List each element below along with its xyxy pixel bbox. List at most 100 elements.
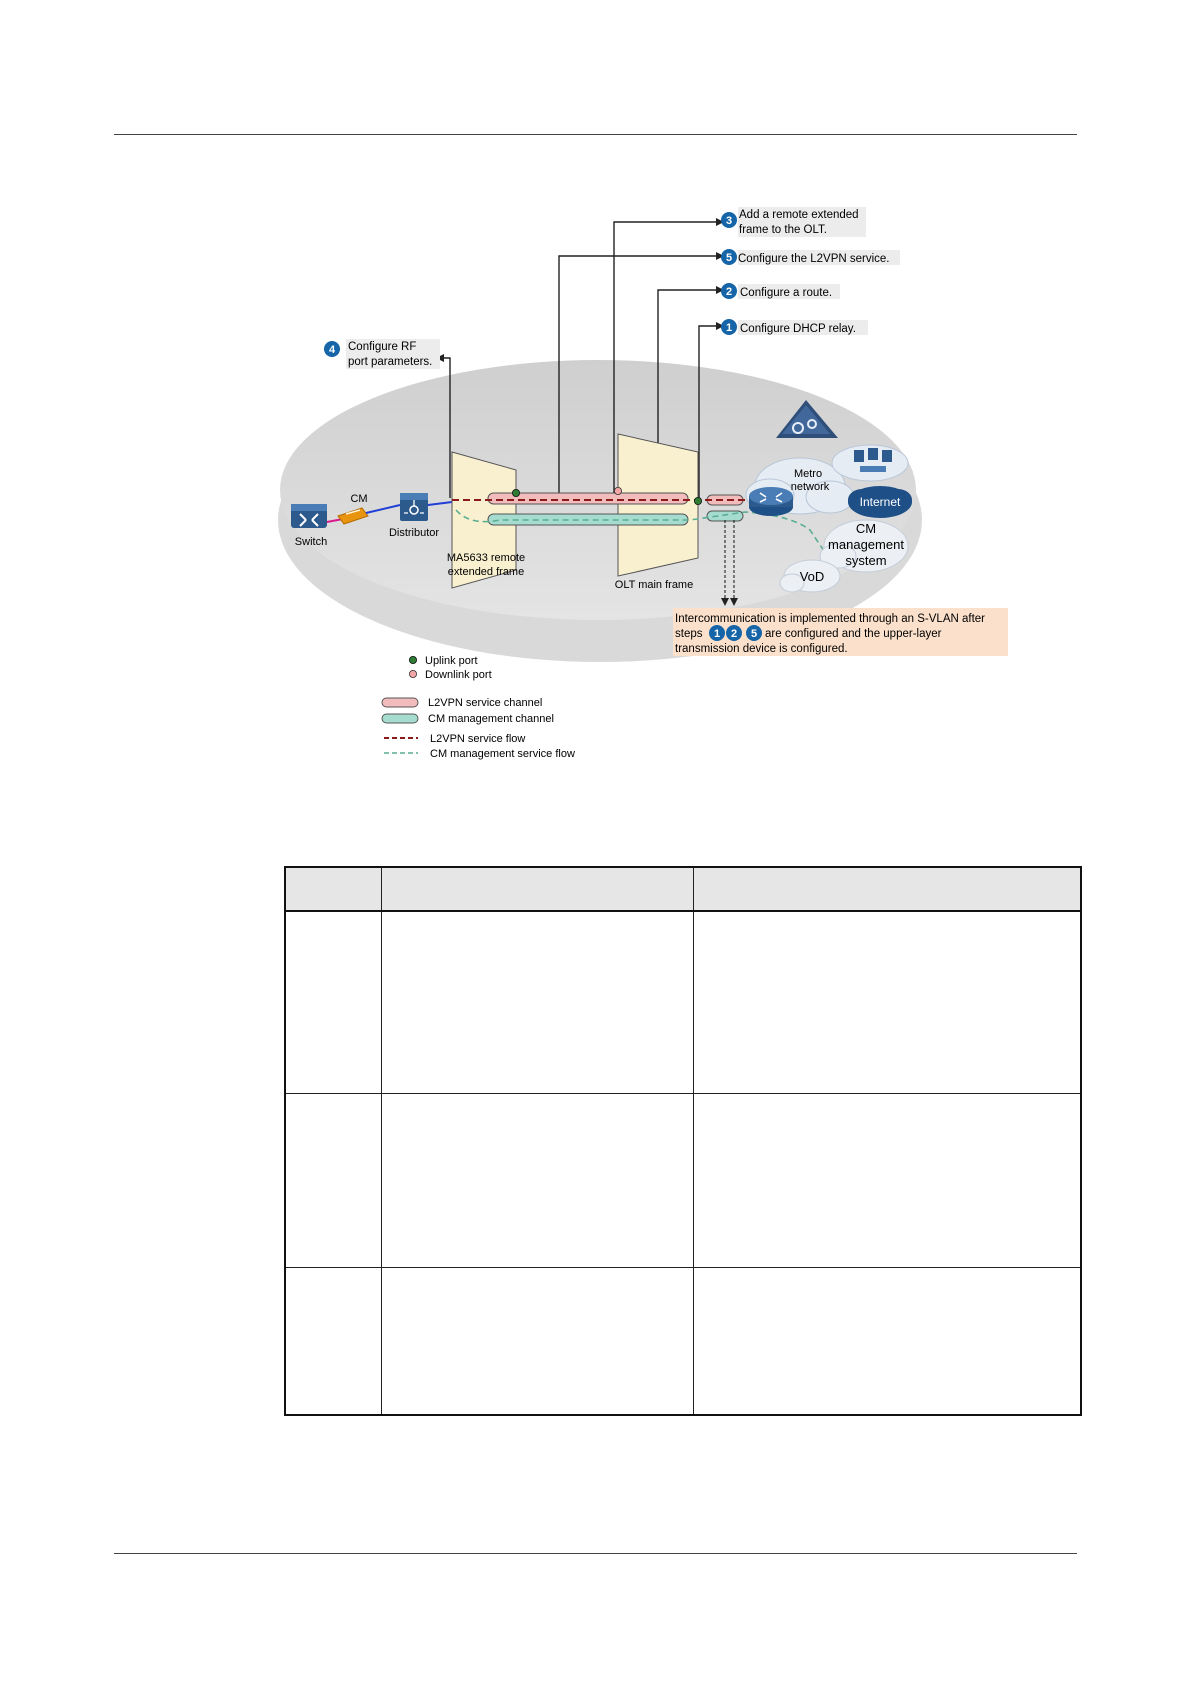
legend-cm-flow-label: CM management service flow bbox=[430, 748, 575, 760]
step-4-badge bbox=[324, 341, 340, 357]
step-5-badge bbox=[721, 249, 737, 265]
note-step-badge bbox=[726, 625, 742, 641]
cable-modem: CM bbox=[337, 493, 369, 525]
step-2-number: 2 bbox=[726, 286, 732, 298]
header-rule bbox=[114, 134, 1077, 135]
table-cell bbox=[692, 1266, 1082, 1416]
legend-l2vpn-flow-label: L2VPN service flow bbox=[430, 733, 525, 745]
cm-label: CM bbox=[350, 493, 367, 505]
vod-label: VoD bbox=[800, 569, 825, 584]
step-1-text: Configure DHCP relay. bbox=[740, 323, 856, 335]
table-cell bbox=[692, 910, 1082, 1094]
table-cell bbox=[380, 1092, 694, 1268]
intercommunication-note: Intercommunication is implemented throug… bbox=[673, 608, 1008, 656]
ma5633-label-line2: extended frame bbox=[448, 566, 524, 578]
callout-bg bbox=[346, 339, 440, 369]
callout-step-4: 4 Configure RF port parameters. bbox=[324, 339, 440, 369]
intercommunication-arrows bbox=[724, 520, 735, 600]
metro-label-line2: network bbox=[791, 481, 830, 493]
table-cell bbox=[380, 1266, 694, 1416]
note-line1: Intercommunication is implemented throug… bbox=[675, 613, 985, 625]
note-step-badge bbox=[746, 625, 762, 641]
legend-cm-channel-swatch bbox=[381, 713, 419, 724]
internet-label: Internet bbox=[860, 495, 901, 509]
intercommunication-arrowheads bbox=[721, 598, 738, 606]
legend-uplink-dot bbox=[408, 656, 417, 665]
olt-frame bbox=[617, 433, 699, 577]
cmms-label-line2: management bbox=[828, 537, 904, 552]
callout-step-1: 1 Configure DHCP relay. bbox=[721, 319, 868, 335]
table-row bbox=[284, 1266, 1082, 1416]
l2vpn-channel bbox=[487, 492, 744, 506]
step-4-line2: port parameters. bbox=[348, 356, 432, 368]
distributor-device: Distributor bbox=[389, 493, 439, 539]
callout-bg bbox=[738, 250, 900, 265]
callout-bg bbox=[738, 320, 868, 335]
table-row bbox=[284, 910, 1082, 1094]
platform-disc bbox=[280, 360, 916, 620]
distributor-label: Distributor bbox=[389, 527, 439, 539]
legend-l2vpn-channel-label: L2VPN service channel bbox=[428, 697, 542, 709]
note-line3: transmission device is configured. bbox=[675, 643, 848, 655]
nms-icon bbox=[776, 400, 838, 438]
callout-bg bbox=[738, 284, 840, 299]
table-cell bbox=[692, 1092, 1082, 1268]
note-step-2: 2 bbox=[731, 628, 737, 640]
ma5633-label-line1: MA5633 remote bbox=[447, 552, 525, 564]
legend-downlink-label: Downlink port bbox=[425, 669, 492, 681]
cm-management-system-cloud bbox=[819, 519, 909, 573]
callout-step-5: 5 Configure the L2VPN service. bbox=[721, 249, 900, 265]
legend-uplink-label: Uplink port bbox=[425, 655, 478, 667]
internet-cloud: Internet bbox=[848, 486, 912, 518]
step-4-number: 4 bbox=[329, 344, 336, 356]
table-header-cell bbox=[380, 866, 694, 912]
note-step-1: 1 bbox=[714, 628, 720, 640]
legend-downlink-dot bbox=[408, 670, 417, 679]
note-steps-prefix: steps bbox=[675, 628, 703, 640]
footer-rule bbox=[114, 1553, 1077, 1554]
step-2-badge bbox=[721, 283, 737, 299]
switch-label: Switch bbox=[295, 536, 327, 548]
table-header-cell bbox=[284, 866, 382, 912]
step-4-line1: Configure RF bbox=[348, 341, 416, 353]
network-diagram: 3 Add a remote extended frame to the OLT… bbox=[278, 207, 1008, 760]
distributor-frame-link bbox=[427, 501, 453, 506]
server-group-cloud bbox=[831, 444, 909, 482]
legend: Uplink port Downlink port L2VPN service … bbox=[381, 655, 575, 760]
step-5-number: 5 bbox=[726, 252, 732, 264]
cmms-label-line1: CM bbox=[856, 521, 876, 536]
table-header-row bbox=[284, 866, 1082, 912]
table-cell bbox=[380, 910, 694, 1094]
step-3-badge bbox=[721, 212, 737, 228]
step-5-text: Configure the L2VPN service. bbox=[738, 253, 890, 265]
cm-distributor-link bbox=[365, 504, 401, 514]
step-1-badge bbox=[721, 319, 737, 335]
callout-bg bbox=[738, 207, 866, 237]
callout-step-3: 3 Add a remote extended frame to the OLT… bbox=[721, 207, 866, 237]
uplink-port-olt bbox=[694, 496, 703, 505]
metro-label-line1: Metro bbox=[794, 468, 822, 480]
parameter-table bbox=[284, 866, 1082, 1416]
vod-cloud bbox=[779, 559, 841, 593]
legend-l2vpn-channel-swatch bbox=[381, 697, 419, 708]
olt-label: OLT main frame bbox=[615, 579, 693, 591]
switch-device: Switch bbox=[291, 504, 327, 548]
table-cell bbox=[284, 910, 382, 1094]
router-icon bbox=[749, 487, 793, 516]
ma5633-frame bbox=[451, 451, 517, 589]
step-3-number: 3 bbox=[726, 215, 732, 227]
table-header-cell bbox=[692, 866, 1082, 912]
cmms-label-line3: system bbox=[845, 553, 886, 568]
table-cell bbox=[284, 1092, 382, 1268]
table-cell bbox=[284, 1266, 382, 1416]
callout-step-2: 2 Configure a route. bbox=[721, 283, 840, 299]
legend-cm-channel-label: CM management channel bbox=[428, 713, 554, 725]
step-3-line2: frame to the OLT. bbox=[739, 224, 827, 236]
note-steps-suffix: are configured and the upper-layer bbox=[765, 628, 942, 640]
note-step-badge bbox=[709, 625, 725, 641]
uplink-port-ma5633 bbox=[512, 488, 521, 497]
table-row bbox=[284, 1092, 1082, 1268]
step-1-number: 1 bbox=[726, 322, 732, 334]
downlink-port-olt bbox=[614, 486, 623, 495]
note-step-5: 5 bbox=[751, 628, 757, 640]
